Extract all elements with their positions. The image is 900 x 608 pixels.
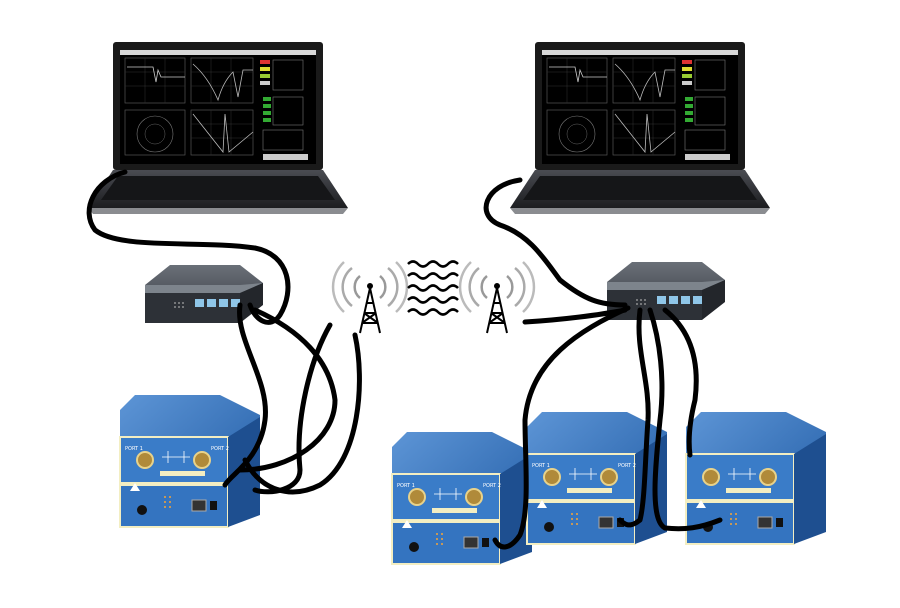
laptop-right [510, 41, 770, 214]
cable-switch-left-to-tower [237, 307, 338, 473]
cable-laptop-right-to-switch [483, 177, 628, 308]
port-labels: PORT 1 PORT 2 PORT 1 PORT 2 PORT 1 PORT … [125, 446, 636, 489]
laptop-screen-left [112, 41, 324, 171]
cable-laptop-left-to-switch [86, 169, 291, 325]
laptop-keyboard-right [510, 170, 770, 214]
cable-switch-right-to-vna2 [617, 307, 651, 528]
cables [86, 169, 723, 550]
port1-label: PORT 1 [125, 446, 143, 452]
cable-tower-left-2 [242, 332, 362, 495]
vna-instrument-left [119, 394, 261, 528]
cable-switch-right-to-vna3 [647, 307, 723, 532]
port1-label: PORT 1 [532, 463, 550, 469]
laptop-screen-right [534, 41, 746, 171]
radio-tower-left-icon [331, 260, 409, 335]
port2-label: PORT 2 [618, 463, 636, 469]
network-switch-left [145, 265, 263, 323]
cable-switch-left-to-instrument [222, 302, 268, 488]
wireless-waves-icon [407, 260, 459, 316]
port2-label: PORT 2 [483, 483, 501, 489]
cable-switch-right-to-vna1 [492, 305, 631, 550]
port2-label: PORT 2 [211, 446, 229, 452]
port1-label: PORT 1 [397, 483, 415, 489]
laptop-keyboard-left [88, 170, 348, 214]
cable-switch-right-to-vna3b [662, 307, 699, 458]
laptop-left [88, 41, 348, 214]
